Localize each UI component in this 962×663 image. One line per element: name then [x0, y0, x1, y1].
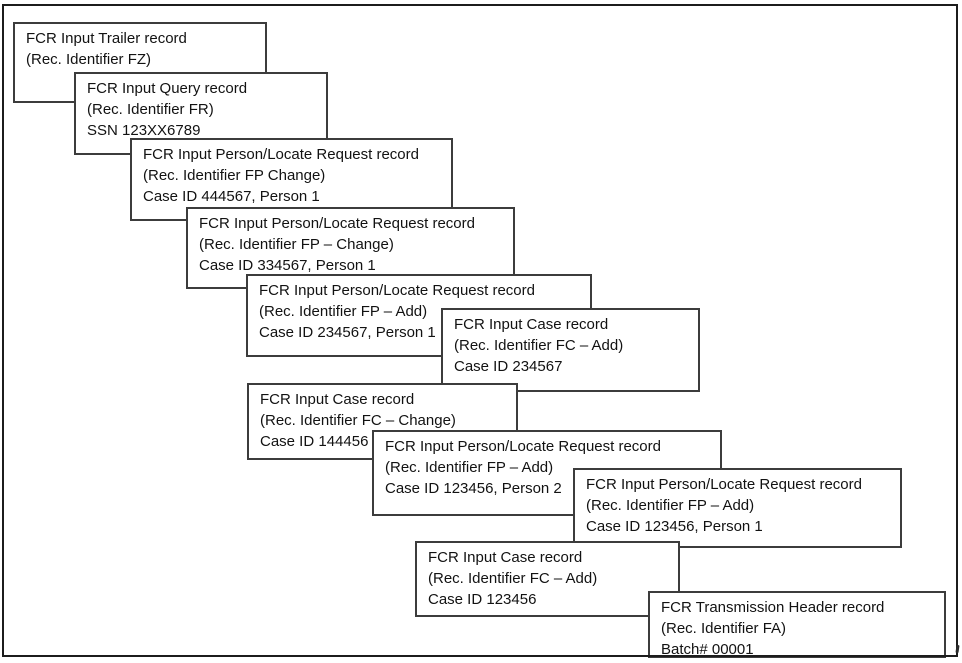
record-box-input-case-fc-add-123456-line-1: FCR Input Case record	[428, 549, 583, 566]
record-box-person-locate-fp-add-123456-person-2-line-1: FCR Input Person/Locate Request record	[385, 438, 661, 455]
record-box-person-locate-fp-add-234567-line-3: Case ID 234567, Person 1	[259, 324, 436, 341]
record-box-person-locate-fp-add-123456-person-2-line-3: Case ID 123456, Person 2	[385, 480, 562, 497]
record-box-person-locate-fp-change-334567-line-1: FCR Input Person/Locate Request record	[199, 215, 475, 232]
record-box-person-locate-fp-add-123456-person-1-line-2: (Rec. Identifier FP – Add)	[586, 497, 755, 514]
record-box-person-locate-fp-add-234567-line-1: FCR Input Person/Locate Request record	[259, 282, 535, 299]
record-box-input-case-fc-add-123456-line-2: (Rec. Identifier FC – Add)	[428, 570, 598, 587]
record-box-person-locate-fp-change-334567-line-2: (Rec. Identifier FP – Change)	[199, 236, 394, 253]
record-box-person-locate-fp-add-123456-person-1: FCR Input Person/Locate Request record (R…	[573, 468, 902, 548]
stray-mark	[955, 644, 960, 654]
record-box-input-query-fr: FCR Input Query record (Rec. Identifier F…	[74, 72, 328, 155]
record-box-person-locate-fp-change-444567-line-3: Case ID 444567, Person 1	[143, 188, 320, 205]
record-box-input-trailer-fz-line-2: (Rec. Identifier FZ)	[26, 51, 152, 68]
record-box-input-case-fc-add-234567-line-3: Case ID 234567	[454, 358, 563, 375]
record-box-person-locate-fp-change-334567-line-3: Case ID 334567, Person 1	[199, 257, 376, 274]
record-box-transmission-header-fa-line-3: Batch# 00001	[661, 641, 754, 658]
record-box-transmission-header-fa-line-1: FCR Transmission Header record	[661, 599, 885, 616]
record-box-input-case-fc-add-234567-line-1: FCR Input Case record	[454, 316, 609, 333]
record-box-input-query-fr-line-1: FCR Input Query record	[87, 80, 248, 97]
record-box-person-locate-fp-add-123456-person-1-line-3: Case ID 123456, Person 1	[586, 518, 763, 535]
record-box-person-locate-fp-add-123456-person-1-line-1: FCR Input Person/Locate Request record	[586, 476, 862, 493]
record-box-person-locate-fp-add-234567: FCR Input Person/Locate Request record (R…	[246, 274, 592, 357]
record-box-input-case-fc-add-123456: FCR Input Case record (Rec. Identifier FC…	[415, 541, 680, 617]
record-box-input-case-fc-change-144456-line-3: Case ID 144456	[260, 433, 369, 450]
record-box-person-locate-fp-change-444567-line-1: FCR Input Person/Locate Request record	[143, 146, 419, 163]
record-box-input-case-fc-change-144456-line-1: FCR Input Case record	[260, 391, 415, 408]
record-box-person-locate-fp-add-123456-person-2-line-2: (Rec. Identifier FP – Add)	[385, 459, 554, 476]
record-box-input-case-fc-add-234567: FCR Input Case record (Rec. Identifier FC…	[441, 308, 700, 392]
record-box-transmission-header-fa: FCR Transmission Header record (Rec. Iden…	[648, 591, 946, 658]
record-box-person-locate-fp-add-234567-line-2: (Rec. Identifier FP – Add)	[259, 303, 428, 320]
record-box-input-query-fr-line-2: (Rec. Identifier FR)	[87, 101, 214, 118]
record-box-input-trailer-fz-line-1: FCR Input Trailer record	[26, 30, 187, 47]
record-box-input-case-fc-add-234567-line-2: (Rec. Identifier FC – Add)	[454, 337, 624, 354]
record-box-person-locate-fp-change-444567-line-2: (Rec. Identifier FP Change)	[143, 167, 326, 184]
record-box-input-query-fr-line-3: SSN 123XX6789	[87, 122, 201, 139]
record-box-input-case-fc-add-123456-line-3: Case ID 123456	[428, 591, 537, 608]
record-box-transmission-header-fa-line-2: (Rec. Identifier FA)	[661, 620, 787, 637]
record-box-input-case-fc-change-144456-line-2: (Rec. Identifier FC – Change)	[260, 412, 456, 429]
